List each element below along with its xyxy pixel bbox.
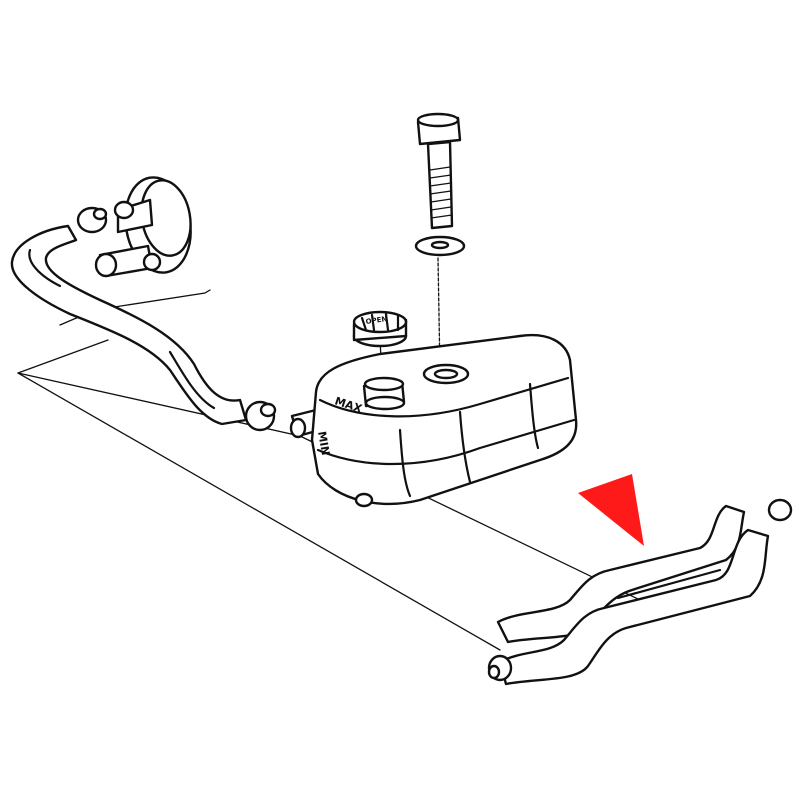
tank-min-label: MIN [315, 430, 332, 456]
heater-hose-assembly [487, 498, 793, 686]
mounting-bolt [416, 112, 462, 230]
expansion-tank: MAX MIN [310, 333, 578, 508]
highlight-arrow-icon [578, 474, 644, 546]
hose-clamp-upper [76, 206, 108, 234]
tank-filler-neck [362, 376, 406, 411]
upper-coolant-hose [10, 224, 248, 426]
water-outlet-housing [94, 176, 192, 278]
filler-cap: OPEN [352, 310, 408, 348]
washer [414, 235, 466, 257]
cap-open-label: OPEN [365, 315, 388, 326]
